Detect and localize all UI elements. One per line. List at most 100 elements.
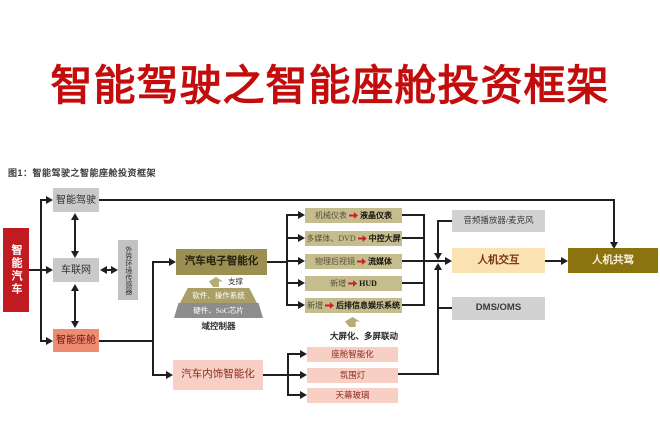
- upgrade-item-hud: 新增 HUD: [305, 276, 402, 291]
- connector: [402, 282, 424, 284]
- interior-item-panoramic-roof: 天幕玻璃: [307, 388, 398, 403]
- connector: [267, 261, 287, 263]
- arrowhead: [298, 234, 305, 242]
- page-title: 智能驾驶之智能座舱投资框架: [50, 64, 610, 110]
- red-arrow-icon: [357, 235, 367, 242]
- arrowhead: [300, 391, 307, 399]
- arrowhead: [300, 371, 307, 379]
- node-hmi: 人机交互: [452, 248, 545, 273]
- connector: [263, 374, 288, 376]
- connector: [288, 237, 298, 239]
- node-auto-electronics: 汽车电子智能化: [176, 249, 267, 275]
- node-env-sensor: 外界环境传感器: [118, 240, 138, 300]
- arrowhead: [71, 284, 79, 291]
- node-software-layer: 软件、操作系统: [180, 288, 257, 303]
- connector: [289, 374, 300, 376]
- red-arrow-icon: [349, 212, 358, 219]
- arrowhead: [298, 301, 305, 309]
- connector: [74, 290, 76, 322]
- upgrade-item-mirror: 物理后视镜 流媒体: [305, 254, 402, 269]
- connector: [106, 269, 112, 271]
- connector: [29, 269, 40, 271]
- connector: [402, 260, 424, 262]
- upgrade-from: 机械仪表: [315, 211, 347, 220]
- figure-caption: 图1：智能驾驶之智能座舱投资框架: [8, 168, 157, 178]
- arrowhead: [169, 258, 176, 266]
- support-label: 支撑: [228, 277, 243, 286]
- connector: [99, 340, 153, 342]
- connector: [402, 237, 424, 239]
- node-smart-cockpit: 智能座舱: [53, 329, 99, 352]
- node-smart-car: 智能汽车: [3, 228, 29, 312]
- red-arrow-icon: [348, 280, 358, 287]
- connector: [437, 269, 439, 375]
- arrowhead: [71, 321, 79, 328]
- upgrade-to: 中控大屏: [368, 234, 401, 243]
- connector: [402, 214, 424, 216]
- connector: [289, 394, 300, 396]
- connector: [99, 199, 614, 201]
- arrowhead: [46, 266, 53, 274]
- arrowhead: [610, 242, 618, 249]
- arrowhead: [71, 251, 79, 258]
- arrowhead: [46, 196, 53, 204]
- node-hardware-layer: 硬件、SoC芯片: [174, 303, 263, 318]
- upgrade-from: 物理后视镜: [315, 257, 355, 266]
- arrowhead: [71, 213, 79, 220]
- interior-item-ambient-light: 氛围灯: [307, 368, 398, 383]
- connector: [40, 340, 47, 342]
- arrowhead: [298, 279, 305, 287]
- arrowhead: [298, 211, 305, 219]
- connector: [425, 260, 445, 262]
- domain-controller-label: 域控制器: [201, 321, 236, 331]
- connector: [437, 220, 452, 222]
- arrowhead: [111, 266, 118, 274]
- arrowhead: [434, 253, 442, 260]
- upgrade-to: 液晶仪表: [360, 211, 392, 220]
- connector: [288, 260, 298, 262]
- connector: [288, 304, 298, 306]
- node-smart-driving: 智能驾驶: [53, 188, 99, 212]
- connector: [286, 214, 288, 306]
- node-telematics: 车联网: [53, 258, 99, 282]
- connector: [40, 269, 47, 271]
- interior-item-cockpit-smart: 座舱智能化: [307, 347, 398, 362]
- multi-screen-label: 大屏化、多屏联动: [329, 331, 398, 341]
- arrowhead: [561, 257, 568, 265]
- upgrade-from: 新增: [307, 301, 323, 310]
- red-arrow-icon: [325, 302, 334, 309]
- upgrade-to: 流媒体: [368, 257, 392, 266]
- arrowhead: [100, 266, 107, 274]
- node-audio-mic: 音频播放器/麦克风: [452, 210, 545, 232]
- upgrade-from: 多媒体、DVD: [306, 234, 356, 243]
- multi-screen-up-arrow-icon: [345, 317, 360, 327]
- node-interior-smart: 汽车内饰智能化: [173, 360, 263, 390]
- upgrade-to: 后排信息娱乐系统: [336, 301, 400, 310]
- connector: [423, 214, 425, 306]
- upgrade-from: 新增: [330, 279, 347, 288]
- arrowhead: [434, 263, 442, 270]
- upgrade-item-cluster: 机械仪表 液晶仪表: [305, 208, 402, 223]
- support-up-arrow-icon: [209, 277, 223, 287]
- red-arrow-icon: [357, 258, 366, 265]
- connector: [152, 261, 169, 263]
- connector: [40, 199, 47, 201]
- connector: [152, 374, 166, 376]
- arrowhead: [300, 350, 307, 358]
- connector: [152, 261, 154, 375]
- connector: [288, 282, 298, 284]
- connector: [437, 307, 452, 309]
- connector: [289, 353, 300, 355]
- node-co-driving: 人机共驾: [568, 248, 658, 273]
- arrowhead: [298, 257, 305, 265]
- arrowhead: [445, 257, 452, 265]
- arrowhead: [46, 337, 53, 345]
- connector: [402, 304, 424, 306]
- upgrade-item-rear-entertainment: 新增 后排信息娱乐系统: [305, 298, 402, 313]
- node-dms-oms: DMS/OMS: [452, 297, 545, 320]
- connector: [437, 220, 439, 253]
- upgrade-item-display: 多媒体、DVD 中控大屏: [305, 231, 402, 246]
- connector: [398, 373, 439, 375]
- connector: [288, 214, 298, 216]
